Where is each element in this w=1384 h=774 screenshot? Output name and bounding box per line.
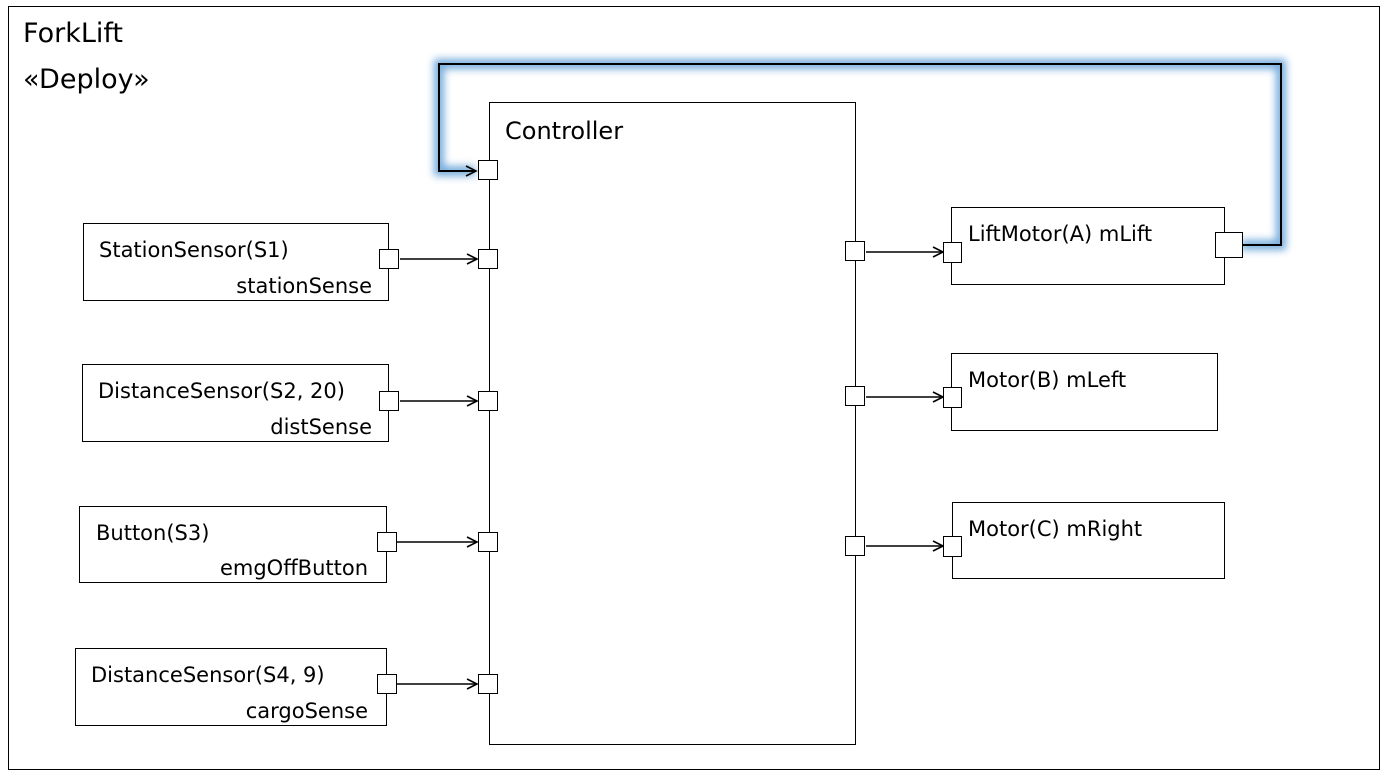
lift-feedback-connector[interactable] xyxy=(438,63,1282,246)
sensor-name-station: stationSense xyxy=(236,274,372,298)
controller-port-right[interactable] xyxy=(845,536,865,556)
motor-label-lift: LiftMotor(A) mLift xyxy=(968,222,1153,246)
motor-label-left: Motor(B) mLeft xyxy=(968,368,1127,392)
controller-port-cargo[interactable] xyxy=(478,674,498,694)
sensor-name-button: emgOffButton xyxy=(219,556,368,580)
controller-port-lift[interactable] xyxy=(845,241,865,261)
lift-feedback-glow xyxy=(434,59,1286,250)
motor-box-left[interactable] xyxy=(951,353,1218,431)
sensor-type-button: Button(S3) xyxy=(96,521,210,545)
sensor-box-cargo[interactable] xyxy=(75,648,387,726)
motor-port-lift-in[interactable] xyxy=(943,242,962,263)
motor-box-lift[interactable] xyxy=(951,207,1225,285)
sensor-type-cargo: DistanceSensor(S4, 9) xyxy=(91,663,325,687)
motor-port-lift-out[interactable] xyxy=(1215,232,1243,258)
sensor-name-dist: distSense xyxy=(270,415,372,439)
controller-port-button[interactable] xyxy=(478,532,498,552)
motor-connectors xyxy=(866,246,945,552)
sensor-port-button[interactable] xyxy=(377,532,397,552)
sensor-port-dist[interactable] xyxy=(379,391,399,411)
diagram-title: ForkLift xyxy=(23,18,123,49)
sensor-connectors xyxy=(397,253,479,690)
motor-port-right-in[interactable] xyxy=(943,536,962,557)
motor-box-right[interactable] xyxy=(952,502,1225,579)
sensor-type-dist: DistanceSensor(S2, 20) xyxy=(98,379,345,403)
motor-port-left-in[interactable] xyxy=(943,387,962,408)
controller-port-left[interactable] xyxy=(845,386,865,406)
forklift-frame xyxy=(8,6,1380,770)
controller-label: Controller xyxy=(505,117,624,145)
controller-port-station[interactable] xyxy=(478,249,498,269)
sensor-port-station[interactable] xyxy=(379,249,399,269)
controller-port-dist[interactable] xyxy=(478,391,498,411)
sensor-type-station: StationSensor(S1) xyxy=(99,238,289,262)
sensor-box-dist[interactable] xyxy=(82,364,389,442)
diagram-stereotype: «Deploy» xyxy=(23,64,150,95)
sensor-box-station[interactable] xyxy=(83,223,389,301)
sensor-port-cargo[interactable] xyxy=(377,674,397,694)
sensor-box-button[interactable] xyxy=(79,506,387,583)
sensor-name-cargo: cargoSense xyxy=(245,699,368,723)
motor-label-right: Motor(C) mRight xyxy=(968,517,1143,541)
controller-port-feedback[interactable] xyxy=(478,160,498,180)
controller-box[interactable] xyxy=(489,102,856,745)
